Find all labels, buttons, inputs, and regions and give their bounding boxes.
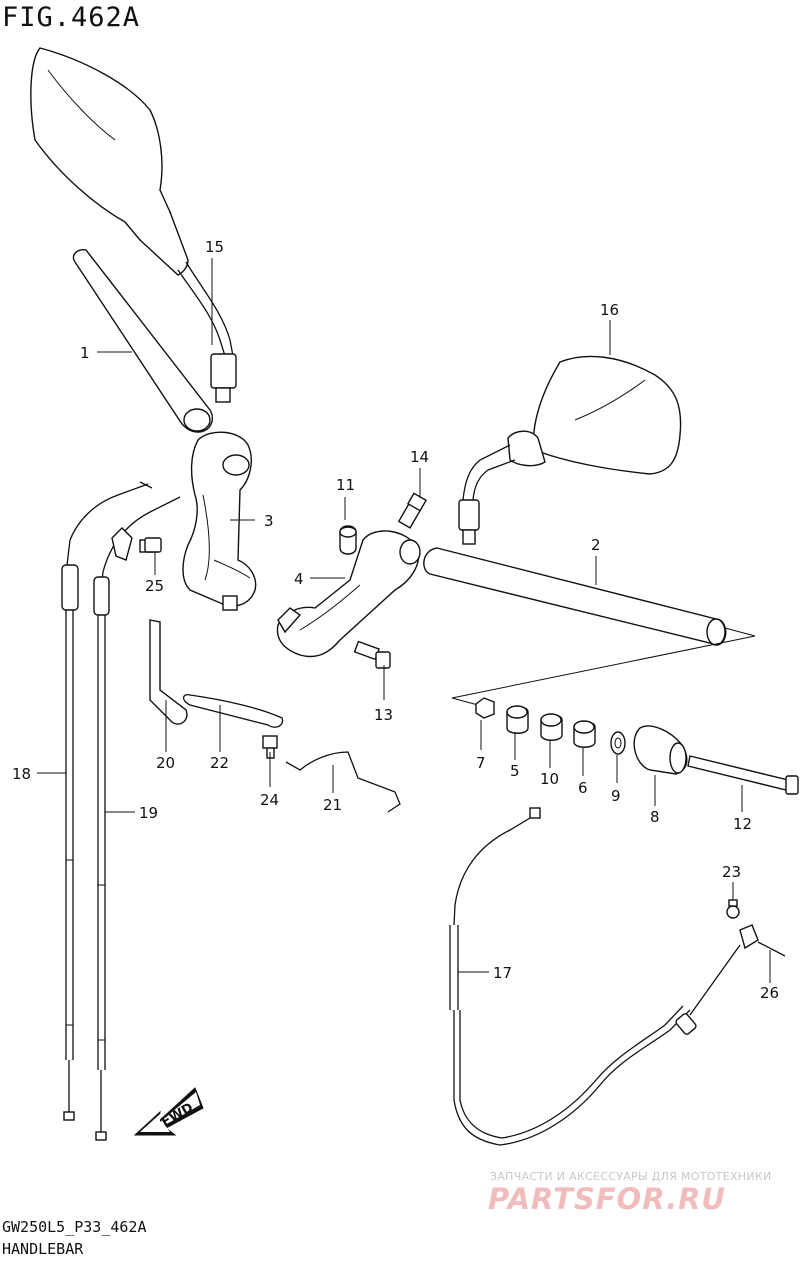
part-20-bracket[interactable]: [149, 619, 188, 725]
part-5-collar[interactable]: [506, 705, 529, 734]
callout-13: 13: [374, 706, 393, 724]
part-18-throttle-cable[interactable]: [61, 481, 153, 1121]
callout-8: 8: [650, 808, 660, 826]
projection-line: [451, 627, 756, 706]
part-4-handlebar-clamp[interactable]: [276, 530, 421, 658]
part-15-left-mirror[interactable]: [30, 47, 237, 403]
callout-18: 18: [12, 765, 31, 783]
callout-26: 26: [760, 984, 779, 1002]
callout-4: 4: [294, 570, 304, 588]
leader-lines: [37, 258, 771, 983]
callout-23: 23: [722, 863, 741, 881]
part-23-nut[interactable]: [726, 899, 740, 919]
part-12-bolt[interactable]: [687, 755, 799, 795]
callout-7: 7: [476, 754, 486, 772]
callout-22: 22: [210, 754, 229, 772]
part-11-cap[interactable]: [339, 525, 357, 555]
callout-20: 20: [156, 754, 175, 772]
callout-17: 17: [493, 964, 512, 982]
part-26-pin[interactable]: [739, 924, 786, 957]
part-13-bolt[interactable]: [353, 640, 391, 669]
callout-5: 5: [510, 762, 520, 780]
part-1-grip[interactable]: [72, 248, 214, 433]
figure-title: FIG.462A: [2, 2, 141, 33]
part-14-screw[interactable]: [397, 492, 428, 529]
watermark-logo: PARTSFOR.RU: [488, 1182, 726, 1216]
callout-21: 21: [323, 796, 342, 814]
callout-15: 15: [205, 238, 224, 256]
part-3-lever-bracket[interactable]: [182, 431, 257, 611]
part-25-bolt[interactable]: [139, 537, 162, 553]
callout-6: 6: [578, 779, 588, 797]
fwd-arrow: FWD: [133, 1087, 204, 1136]
part-17-clutch-cable[interactable]: [449, 807, 741, 1146]
part-10-collar[interactable]: [540, 713, 563, 741]
callout-14: 14: [410, 448, 429, 466]
callout-25: 25: [145, 577, 164, 595]
callout-numbers: 15 1 3 4 11 14 13 16 2 7 5 10 6 9 8 12 1…: [12, 238, 779, 1002]
callout-10: 10: [540, 770, 559, 788]
callout-9: 9: [611, 787, 621, 805]
callout-19: 19: [139, 804, 158, 822]
figure-name: HANDLEBAR: [2, 1240, 84, 1258]
part-22-clamp[interactable]: [182, 694, 284, 728]
callout-1: 1: [80, 344, 90, 362]
callout-3: 3: [264, 512, 274, 530]
part-2-handlebar[interactable]: [423, 547, 727, 646]
watermark-tagline: ЗАПЧАСТИ И АКСЕССУАРЫ ДЛЯ МОТОТЕХНИКИ: [490, 1170, 772, 1183]
callout-11: 11: [336, 476, 355, 494]
figure-code: GW250L5_P33_462A: [2, 1218, 147, 1236]
part-6-collar[interactable]: [573, 720, 596, 748]
part-21-wire[interactable]: [285, 751, 401, 813]
callout-12: 12: [733, 815, 752, 833]
part-9-washer[interactable]: [610, 731, 626, 755]
part-19-throttle-cable[interactable]: [93, 496, 181, 1141]
part-16-right-mirror[interactable]: [458, 355, 682, 545]
callout-24: 24: [260, 791, 279, 809]
part-8-bar-end-weight[interactable]: [633, 725, 688, 775]
callout-2: 2: [591, 536, 601, 554]
part-7-nut[interactable]: [475, 697, 495, 719]
callout-16: 16: [600, 301, 619, 319]
